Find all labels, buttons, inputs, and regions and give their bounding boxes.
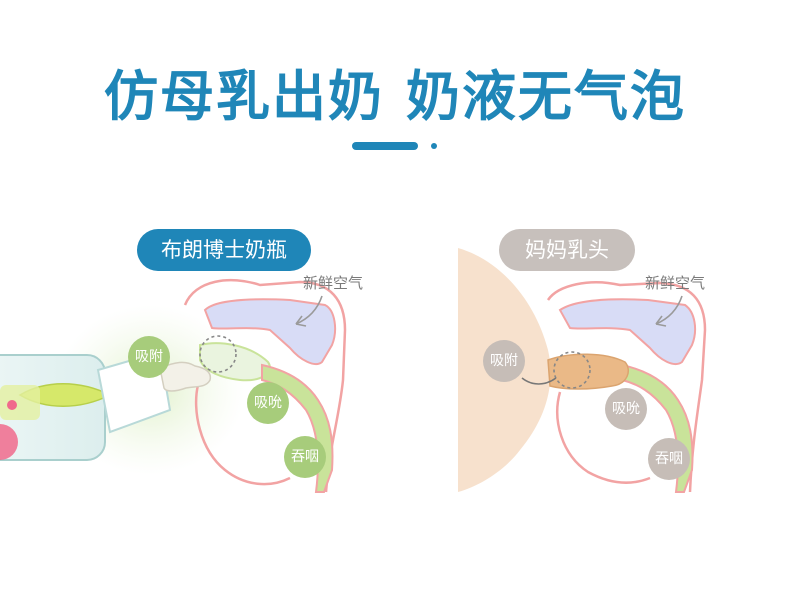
breast-air-label: 新鲜空气: [645, 274, 706, 292]
chin-outline: [194, 384, 291, 486]
bottle-panel-drawing: [0, 278, 347, 493]
latch-focus-circle: [199, 335, 237, 373]
air-arrow-head: [295, 315, 307, 327]
chin-outline-right: [556, 391, 651, 484]
breast-step-swallow: 吞咽: [648, 438, 690, 480]
nasal-airway-right: [558, 298, 697, 366]
latch-focus-circle-right: [553, 351, 591, 389]
breast-nipple: [547, 353, 629, 390]
face-outline: [183, 278, 347, 493]
headline-underline-bar: [352, 142, 418, 150]
bottle-print: [0, 424, 18, 460]
breast-step-latch: 吸附: [483, 340, 525, 382]
breast-step-suck: 吸吮: [605, 388, 647, 430]
bottle-nipple: [159, 361, 212, 392]
bottle-step-suck: 吸吮: [247, 382, 289, 424]
throat-channel: [261, 363, 334, 493]
bottle-air-label: 新鲜空气: [303, 274, 364, 292]
bottle-step-swallow: 吞咽: [284, 436, 326, 478]
bottle-step-latch: 吸附: [128, 336, 170, 378]
breast-title-pill: 妈妈乳头: [499, 229, 635, 271]
air-arrow-shaft-right: [655, 295, 683, 325]
air-arrow-shaft: [295, 295, 323, 325]
headline-part-1: 仿母乳出奶: [104, 65, 384, 128]
face-outline-right: [546, 281, 707, 493]
bottle-title-pill: 布朗博士奶瓶: [137, 229, 311, 271]
air-arrow-head-right: [655, 315, 667, 327]
headline-underline-dot: [431, 143, 437, 149]
headline-part-2: 奶液无气泡: [406, 65, 686, 128]
latch-connector: [521, 377, 557, 385]
nasal-airway: [203, 298, 337, 366]
bottle-vent-reservoir: [0, 385, 40, 420]
bottle-print-dot: [7, 400, 17, 410]
headline: 仿母乳出奶奶液无气泡: [0, 52, 790, 131]
throat-channel-right: [621, 363, 694, 493]
